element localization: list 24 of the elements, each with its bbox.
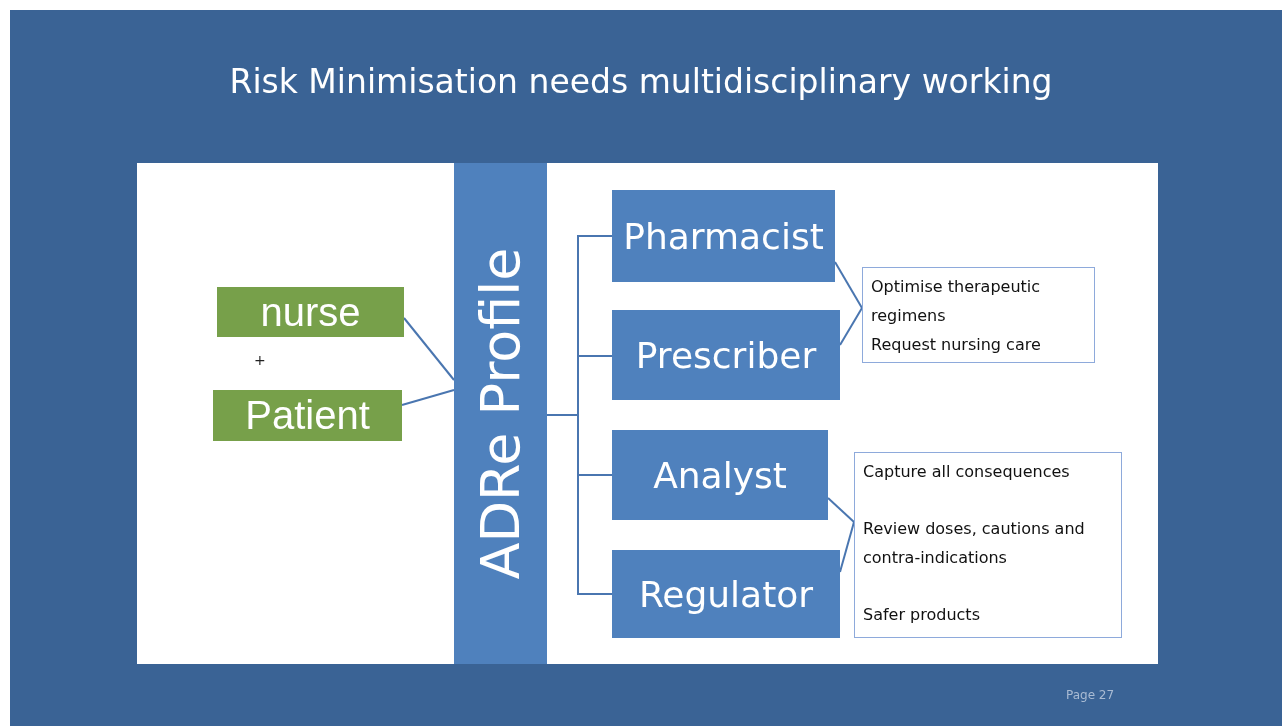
connector-line xyxy=(403,317,455,381)
profile-title: ADRe Profile xyxy=(469,247,532,580)
profile-bar xyxy=(454,163,547,664)
role-box: Prescriber xyxy=(612,310,840,400)
connector-line xyxy=(827,497,855,523)
connector-line xyxy=(834,261,863,309)
connector-line xyxy=(401,389,455,406)
person-box: Patient xyxy=(213,390,402,441)
note-text: Safer products xyxy=(863,604,980,626)
role-box: Analyst xyxy=(612,430,828,520)
person-box: nurse xyxy=(217,287,404,337)
role-box: Regulator xyxy=(612,550,840,638)
note-text: Capture all consequences xyxy=(863,461,1070,483)
note-text: Optimise therapeutic regimens xyxy=(871,276,1042,327)
note-box xyxy=(854,452,1122,638)
note-text: Request nursing care xyxy=(871,334,1041,356)
role-box: Pharmacist xyxy=(612,190,835,282)
page-number: Page 27 xyxy=(1066,688,1115,702)
connector-line xyxy=(839,307,863,346)
note-text: Review doses, cautions and contra-indications xyxy=(863,518,1086,569)
plus-sign: + xyxy=(254,352,266,368)
note-box xyxy=(862,267,1095,363)
slide-title: Risk Minimisation needs multidisciplinary working xyxy=(228,62,1054,101)
bracket-connector xyxy=(546,414,613,595)
